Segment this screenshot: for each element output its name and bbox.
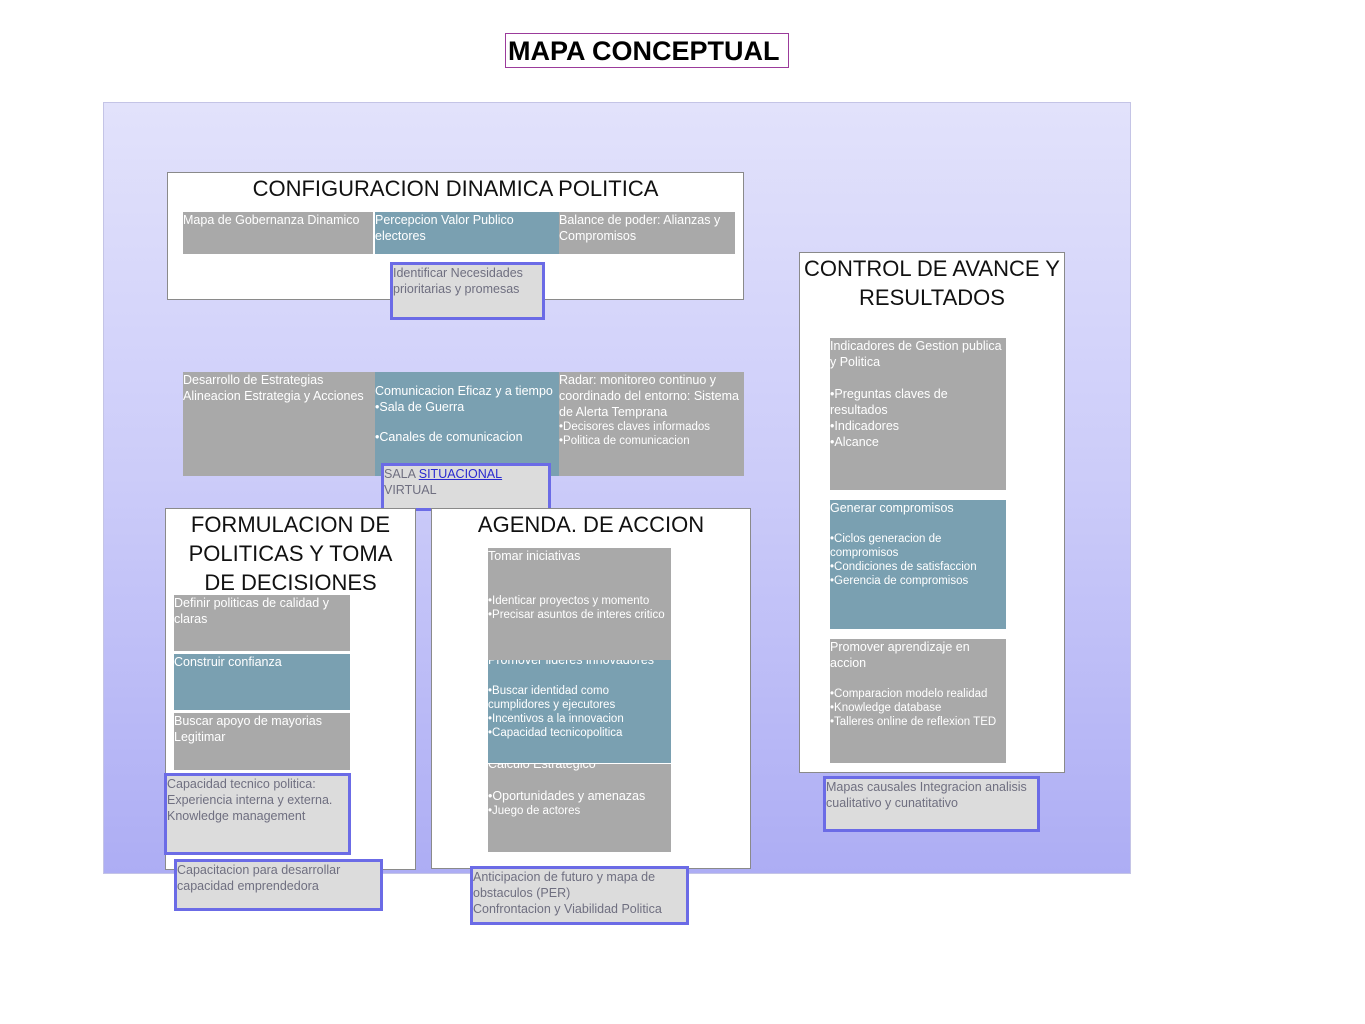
agenda-cell-calculo: Calculo Estrategico Oportunidades y amen… [488,764,671,852]
list-item: Talleres online de reflexion TED [830,715,1006,729]
agenda-note-line2: Confrontacion y Viabilidad Politica [473,902,662,916]
formulacion-cell-apoyo: Buscar apoyo de mayorias Legitimar [174,713,350,770]
formulacion-cell-confianza: Construir confianza [174,654,350,710]
list-item: Alcance [830,434,1006,450]
sala-situacional-link[interactable]: SITUACIONAL [418,467,503,481]
agenda-note-line1: Anticipacion de futuro y mapa de obstacu… [473,870,656,900]
list-item: Indicadores [830,418,1006,434]
list-item: Canales de comunicacion [375,429,560,445]
list-item: Politica de comunicacion [559,434,744,448]
list-item: Precisar asuntos de interes critico [488,608,671,622]
control-cell-aprendizaje: Promover aprendizaje en accion Comparaci… [830,639,1006,763]
sala-prefix: SALA [384,467,419,481]
control-cell-compromisos: Generar compromisos Ciclos generacion de… [830,500,1006,629]
list-item: Preguntas claves de resultados [830,386,1006,418]
list-item: Juego de actores [488,804,671,818]
control-cell-compromisos-head: Generar compromisos [830,501,954,515]
agenda-cell-calculo-head: Calculo Estrategico [488,764,596,771]
list-item: Decisores claves informados [559,420,744,434]
page-title: MAPA CONCEPTUAL [505,33,789,68]
list-item: Sala de Guerra [375,399,560,415]
list-item: Buscar identidad como cumplidores y ejec… [488,684,671,712]
radar-cell: Radar: monitoreo continuo y coordinado d… [559,372,744,476]
list-item: Gerencia de compromisos [830,574,1006,588]
agenda-cell-iniciativas: Tomar iniciativas Identicar proyectos y … [488,548,671,660]
control-cell-indicadores-head: Indicadores de Gestion publica y Politic… [830,339,1002,369]
sala-situacional-note: SALA SITUACIONAL VIRTUAL [381,463,551,511]
control-cell-aprendizaje-head: Promover aprendizaje en accion [830,640,970,670]
list-item: Comparacion modelo realidad [830,687,1006,701]
list-item: Incentivos a la innovacion [488,712,671,726]
comunicacion-cell: Comunicacion Eficaz y a tiempo Sala de G… [375,372,560,476]
formulacion-note-capacitacion: Capacitacion para desarrollar capacidad … [174,859,383,911]
agenda-cell-lideres-head: Promover lideres innovadores [488,660,655,667]
list-item: Ciclos generacion de compromisos [830,532,1006,560]
list-item: Knowledge database [830,701,1006,715]
configuracion-cell-percepcion: Percepcion Valor Publico electores [375,212,559,254]
radar-head: Radar: monitoreo continuo y coordinado d… [559,373,739,419]
sala-suffix: VIRTUAL [384,483,437,497]
control-heading: CONTROL DE AVANCE Y RESULTADOS [804,256,1060,310]
control-note: Mapas causales Integracion analisis cual… [823,776,1040,832]
configuracion-cell-balance: Balance de poder: Alianzas y Compromisos [559,212,735,254]
agenda-heading: AGENDA. DE ACCION [477,512,705,537]
control-cell-indicadores: Indicadores de Gestion publica y Politic… [830,338,1006,490]
list-item: Identicar proyectos y momento [488,594,671,608]
formulacion-note-capacidad: Capacidad tecnico politica: Experiencia … [164,773,351,855]
desarrollo-estrategias-cell: Desarrollo de Estrategias Alineacion Est… [183,372,375,476]
agenda-note: Anticipacion de futuro y mapa de obstacu… [470,866,689,925]
configuracion-heading: CONFIGURACION DINAMICA POLITICA [252,176,659,201]
configuracion-note: Identificar Necesidades prioritarias y p… [390,262,545,320]
comunicacion-head: Comunicacion Eficaz y a tiempo [375,384,553,398]
configuracion-cell-gobernanza: Mapa de Gobernanza Dinamico [183,212,373,254]
formulacion-cell-politicas: Definir politicas de calidad y claras [174,595,350,651]
list-item: Oportunidades y amenazas [488,788,671,804]
formulacion-heading: FORMULACION DE POLITICAS Y TOMA DE DECIS… [188,512,393,595]
list-item: Condiciones de satisfaccion [830,560,1006,574]
agenda-cell-lideres: Promover lideres innovadores Buscar iden… [488,660,671,763]
agenda-cell-iniciativas-head: Tomar iniciativas [488,549,581,563]
list-item: Capacidad tecnicopolitica [488,726,671,740]
